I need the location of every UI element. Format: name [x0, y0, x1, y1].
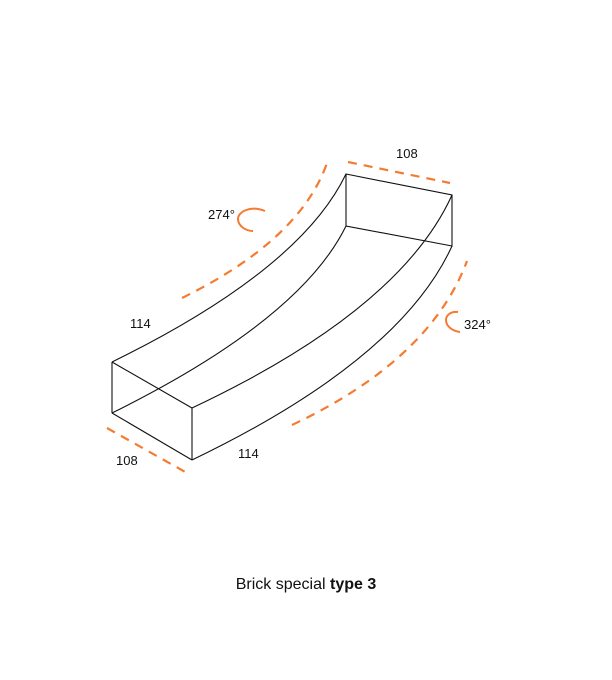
curve-top-outer — [191, 194, 453, 409]
top-width-label: 108 — [396, 146, 418, 161]
caption-normal: Brick special — [235, 576, 326, 593]
inner-length-label: 114 — [130, 316, 151, 331]
outer-length-label: 114 — [238, 446, 259, 461]
brick-outline — [111, 173, 453, 461]
rotation-icon-inner — [236, 207, 266, 232]
front-face-bottom — [111, 412, 193, 461]
outer-angle-label: 324° — [464, 317, 491, 332]
front-face-top — [111, 361, 193, 409]
back-face — [345, 173, 453, 247]
caption: Brick special type 3 — [0, 576, 612, 594]
rotation-icons — [236, 207, 461, 333]
rotation-icon-outer — [444, 310, 461, 333]
outer-arc-dimension — [291, 260, 469, 426]
curve-top-inner — [111, 173, 347, 363]
dimension-lines — [106, 160, 469, 474]
caption-bold: type 3 — [330, 576, 377, 593]
curve-bottom-inner — [111, 225, 347, 414]
top-width-dimension — [347, 160, 451, 185]
inner-arc-dimension — [181, 162, 329, 299]
curve-bottom-outer — [191, 245, 453, 461]
inner-angle-label: 274° — [208, 207, 235, 222]
bottom-width-label: 108 — [116, 453, 138, 468]
